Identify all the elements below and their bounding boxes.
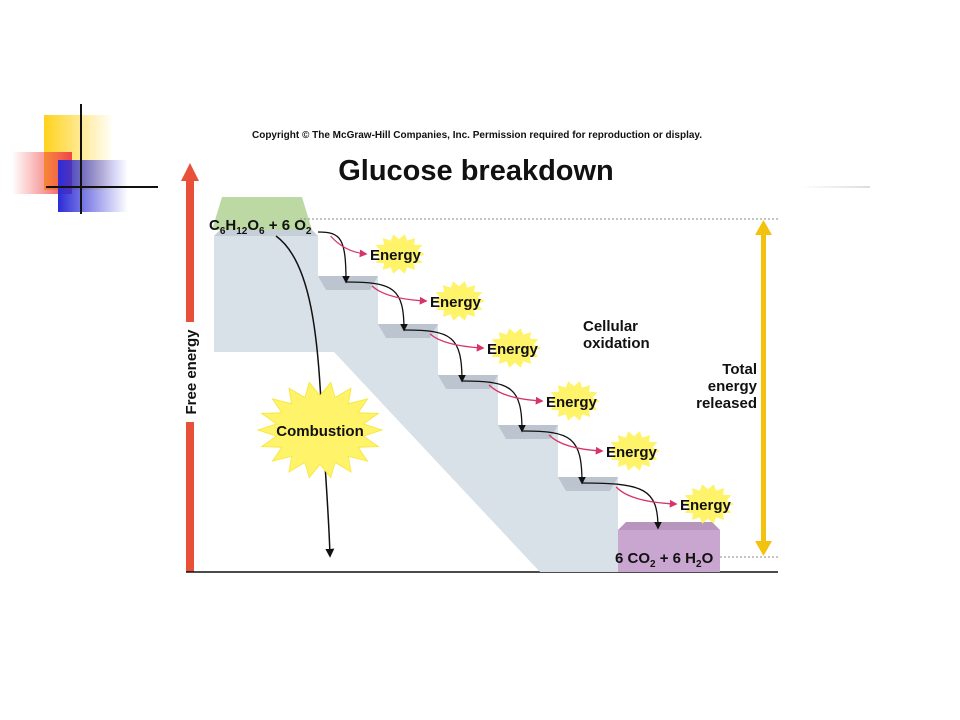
free-energy-label: Free energy: [183, 329, 200, 415]
product-platform: [618, 522, 720, 572]
reactant-subscript: 2: [306, 226, 312, 237]
step-arrow: [317, 231, 350, 284]
energy-starburst: [548, 381, 600, 421]
energy-starburst: [489, 328, 541, 368]
reactant-subscript: 6: [259, 226, 265, 237]
deco-rule: [800, 186, 870, 188]
cellular-oxidation-label-line2: oxidation: [583, 335, 650, 352]
step-arrow: [461, 380, 526, 433]
product-part: O: [702, 550, 714, 567]
reactant-formula: C6​H12​O6​ + 6 O2​: [209, 217, 312, 237]
energy-release-arrow: [615, 486, 678, 508]
total-energy-label-line2: energy: [708, 378, 758, 395]
total-energy-label-line3: released: [696, 395, 757, 412]
energy-label: Energy: [546, 394, 598, 411]
step-arrow: [581, 482, 662, 530]
energy-starburst: [608, 431, 660, 471]
step-arrow: [521, 430, 586, 485]
energy-release-arrow: [330, 235, 368, 258]
reactant-part: O: [247, 217, 259, 234]
free-energy-arrowhead: [181, 163, 199, 181]
product-formula: 6 CO2​ + 6 H2​O: [615, 550, 714, 570]
energy-release-arrow: [488, 384, 544, 405]
energy-label: Energy: [606, 444, 658, 461]
cellular-oxidation-label-line1: Cellular: [583, 318, 638, 335]
energy-starburst: [433, 281, 485, 321]
energy-release-arrow: [371, 285, 428, 305]
step-arrow: [403, 329, 466, 383]
reactant-subscript: 12: [236, 226, 248, 237]
energy-release-arrow: [429, 333, 485, 352]
energy-label: Energy: [487, 341, 539, 358]
product-part: + 6 H: [656, 550, 696, 567]
total-energy-arrow: [755, 220, 772, 556]
copyright-notice: Copyright © The McGraw-Hill Companies, I…: [252, 130, 702, 141]
reactant-part: + 6 O: [265, 217, 307, 234]
energy-release-arrow: [548, 434, 604, 455]
product-subscript: 2: [650, 559, 656, 570]
energy-starburst: [682, 484, 734, 524]
reactant-part: H: [225, 217, 236, 234]
reactant-subscript: 6: [220, 226, 226, 237]
product-part: 6 CO: [615, 550, 650, 567]
energy-label: Energy: [370, 247, 422, 264]
combustion-starburst: [256, 381, 384, 479]
reactant-platform: [212, 197, 312, 230]
product-subscript: 2: [696, 559, 702, 570]
slide-decoration: [12, 104, 870, 214]
staircase: [214, 236, 618, 572]
energy-label: Energy: [680, 497, 732, 514]
diagram-title: Glucose breakdown: [338, 155, 614, 187]
energy-starburst: [373, 234, 425, 274]
step-arrow: [345, 281, 408, 332]
energy-label: Energy: [430, 294, 482, 311]
total-energy-label-line1: Total: [722, 361, 757, 378]
combustion-label: Combustion: [276, 423, 364, 440]
free-energy-axis: Free energy: [177, 163, 203, 572]
reactant-part: C: [209, 217, 220, 234]
